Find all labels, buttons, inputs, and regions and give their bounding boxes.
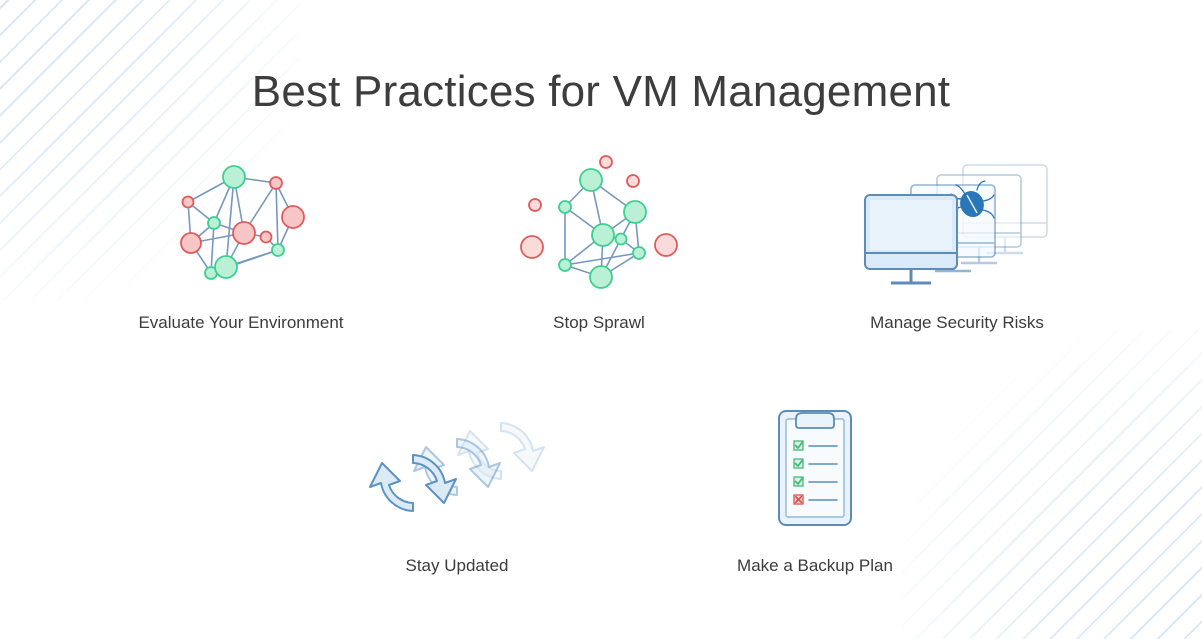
grid-row-bottom: Stay Updated — [0, 393, 1202, 576]
card-label: Manage Security Risks — [870, 313, 1044, 332]
card-stop-sprawl[interactable]: Stop Sprawl — [420, 150, 778, 333]
card-label: Stay Updated — [405, 556, 509, 576]
refresh-arrows-icon — [347, 393, 567, 543]
card-evaluate-your-environment[interactable]: Evaluate Your Environment — [62, 150, 420, 333]
network-graph-mixed-icon — [131, 150, 351, 300]
best-practices-grid: Evaluate Your Environment — [0, 150, 1202, 577]
card-manage-security-risks[interactable]: Manage Security Risks — [778, 150, 1136, 333]
card-make-a-backup-plan[interactable]: Make a Backup Plan — [636, 393, 994, 576]
card-label: Stop Sprawl — [553, 313, 645, 332]
clipboard-checklist-icon — [705, 393, 925, 543]
grid-empty-slot — [994, 393, 1202, 576]
page-title: Best Practices for VM Management — [251, 67, 951, 116]
monitor-stack-bug-icon — [847, 150, 1067, 300]
card-label: Evaluate Your Environment — [138, 313, 344, 332]
network-graph-sprawl-icon — [489, 150, 709, 300]
grid-row-top: Evaluate Your Environment — [0, 150, 1202, 333]
card-label: Make a Backup Plan — [737, 556, 893, 576]
card-stay-updated[interactable]: Stay Updated — [278, 393, 636, 576]
